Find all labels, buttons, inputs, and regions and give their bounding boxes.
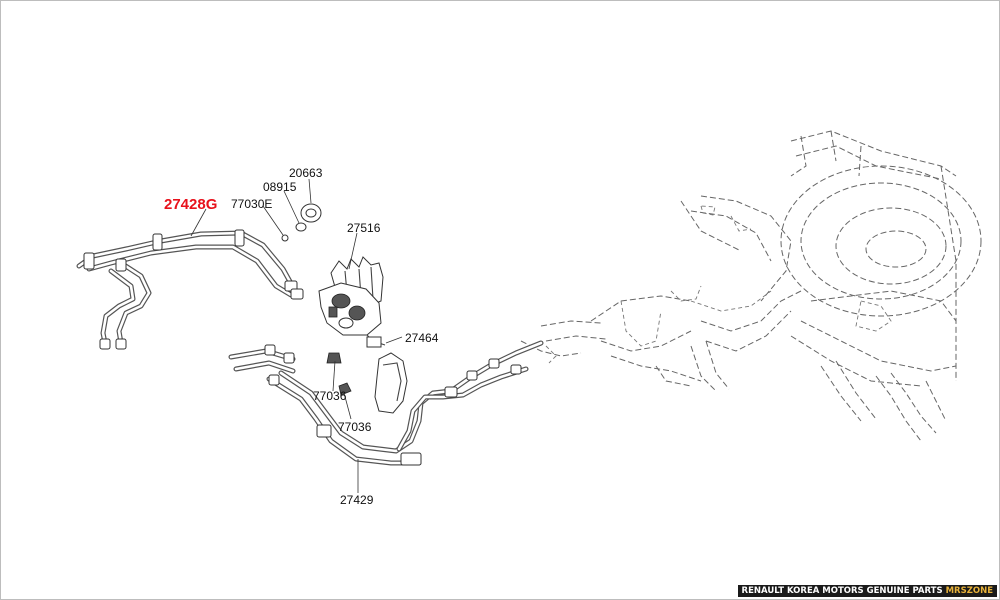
fuel-line-assembly-27429 bbox=[228, 340, 544, 466]
footer-brand: MRSZONE bbox=[945, 586, 993, 596]
label-77036-upper[interactable]: 77036 bbox=[313, 389, 347, 403]
label-20663[interactable]: 20663 bbox=[289, 166, 323, 180]
label-77036-lower[interactable]: 77036 bbox=[338, 420, 372, 434]
fasteners-77036 bbox=[326, 352, 352, 396]
part-labels: 27428G 77030E 08915 20663 27516 27464 77… bbox=[164, 166, 439, 507]
label-77030e[interactable]: 77030E bbox=[231, 197, 272, 211]
footer-banner: RENAULT KOREA MOTORS GENUINE PARTS MRSZO… bbox=[737, 585, 997, 597]
small-parts-group bbox=[281, 203, 322, 242]
label-27429[interactable]: 27429 bbox=[340, 493, 374, 507]
label-27464[interactable]: 27464 bbox=[405, 331, 439, 345]
footer-text: RENAULT KOREA MOTORS GENUINE PARTS bbox=[741, 586, 943, 596]
label-08915[interactable]: 08915 bbox=[263, 180, 297, 194]
pump-module bbox=[318, 282, 386, 348]
fuel-line-assembly-27428g bbox=[76, 229, 304, 350]
heat-shield-27464 bbox=[374, 352, 408, 414]
label-27516[interactable]: 27516 bbox=[347, 221, 381, 235]
engine-assembly-outline bbox=[520, 130, 982, 442]
leader-lines bbox=[190, 178, 403, 493]
label-27428g[interactable]: 27428G bbox=[164, 196, 217, 213]
